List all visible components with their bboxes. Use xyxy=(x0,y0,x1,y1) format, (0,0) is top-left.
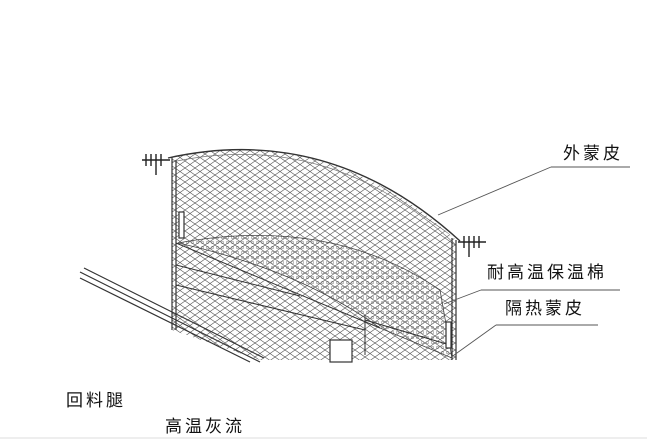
label-insulation-skin: 隔热蒙皮 xyxy=(505,299,585,319)
return-leg-lines xyxy=(79,267,265,363)
right-flange-mark xyxy=(458,236,486,257)
insulation-cotton-region xyxy=(177,235,453,359)
label-ash-flow: 高温灰流 xyxy=(165,417,245,437)
label-insulation-cotton: 耐高温保温棉 xyxy=(487,263,607,283)
leader-lines xyxy=(437,166,630,359)
inner-lines xyxy=(175,242,451,355)
left-flange-mark xyxy=(142,154,170,175)
side-walls xyxy=(171,157,457,360)
label-outer-skin: 外蒙皮 xyxy=(563,144,623,164)
outer-skin-arc xyxy=(167,149,461,242)
brackets xyxy=(178,211,452,363)
label-return-leg: 回料腿 xyxy=(66,391,126,411)
